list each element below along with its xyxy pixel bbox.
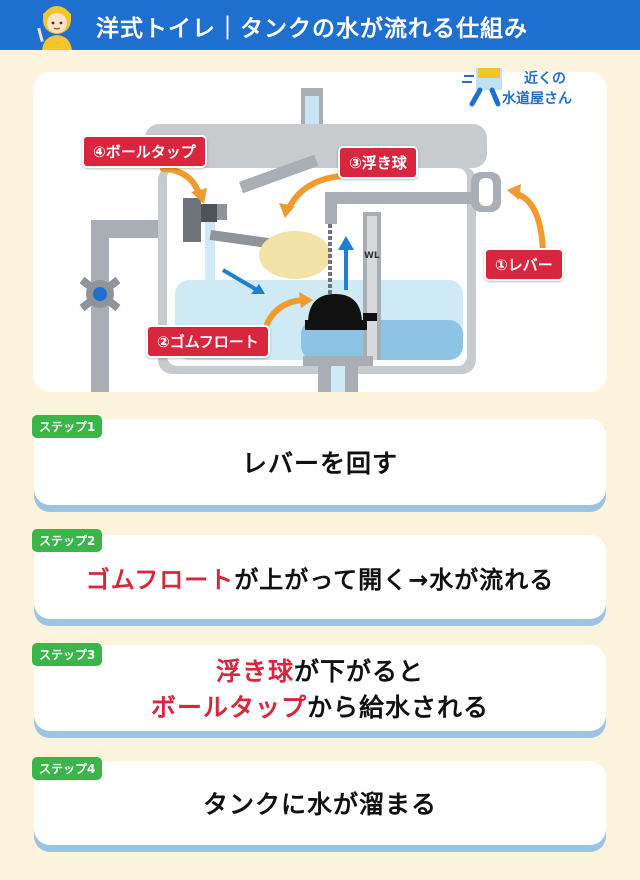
diagram-card [33, 72, 607, 392]
lever-drop [325, 192, 337, 224]
step-badge: ステップ4 [32, 757, 103, 780]
step-text-line2: ボールタップから給水される [151, 688, 489, 724]
step-badge: ステップ1 [32, 415, 103, 438]
step-text: タンクに水が溜まる [202, 790, 437, 819]
rubber-float [308, 294, 362, 324]
step-2: ステップ2 ゴムフロートが上がって開く→水が流れる [32, 529, 606, 624]
ball-tap-water-stream [205, 222, 215, 286]
step-3: ステップ3 浮き球が下がると ボールタップから給水される [32, 643, 606, 738]
step-text-line1: ゴムフロートが上がって開く→水が流れる [86, 560, 554, 595]
rubber-float-label: ②ゴムフロート [146, 325, 270, 358]
lever-arm [325, 192, 475, 204]
step-card: ゴムフロートが上がって開く→水が流れる [34, 535, 606, 619]
water-level-label: WL [364, 251, 380, 261]
step-badge: ステップ3 [32, 643, 103, 666]
ball-tap-refill-pipe [239, 154, 319, 194]
float-ball-pointer-arrow [286, 173, 344, 211]
woman-avatar-icon [37, 6, 72, 50]
ball-tap-body [183, 198, 201, 242]
highlighted-term: 浮き球 [215, 657, 294, 686]
step-text-line1: レバーを回す [242, 444, 398, 480]
valve-knob [93, 287, 107, 301]
toilet-tank-diagram [79, 88, 546, 392]
step-text: が上がって開く→水が流れる [234, 565, 555, 594]
page-title: 洋式トイレ｜タンクの水が流れる仕組み [96, 16, 528, 42]
step-card: レバーを回す [34, 419, 606, 505]
lever-label: ①レバー [484, 248, 564, 281]
logo-text-line2: 水道屋さん [502, 91, 572, 107]
float-arm [209, 230, 271, 249]
step-1: ステップ1 レバーを回す [32, 415, 606, 510]
ball-tap-label: ④ボールタップ [82, 135, 207, 168]
step-card: 浮き球が下がると ボールタップから給水される [34, 645, 606, 731]
header-bar: 洋式トイレ｜タンクの水が流れる仕組み [0, 0, 640, 50]
step-text-line1: 浮き球が下がると [216, 652, 424, 688]
step-text-line1: タンクに水が溜まる [203, 785, 437, 821]
water-flow-arrow [221, 268, 259, 292]
lever-pointer-arrow [514, 191, 546, 255]
float-ball-label: ③浮き球 [338, 146, 418, 179]
step-text: から給水される [307, 693, 490, 722]
float-ball [259, 231, 331, 279]
highlighted-term: ボールタップ [150, 693, 307, 722]
highlighted-term: ゴムフロート [85, 565, 235, 594]
step-text: が下がると [294, 657, 425, 686]
step-badge: ステップ2 [32, 529, 103, 552]
rubber-float-pointer-arrow [264, 297, 306, 327]
step-text: レバーを回す [241, 449, 398, 478]
running-worker-icon [462, 68, 502, 107]
ball-tap-pointer-arrow [160, 166, 202, 197]
step-card: タンクに水が溜まる [34, 761, 606, 845]
step-4: ステップ4 タンクに水が溜まる [32, 757, 606, 852]
logo-text-line1: 近くの [524, 71, 566, 87]
company-logo: 近くの 水道屋さん [462, 64, 572, 112]
